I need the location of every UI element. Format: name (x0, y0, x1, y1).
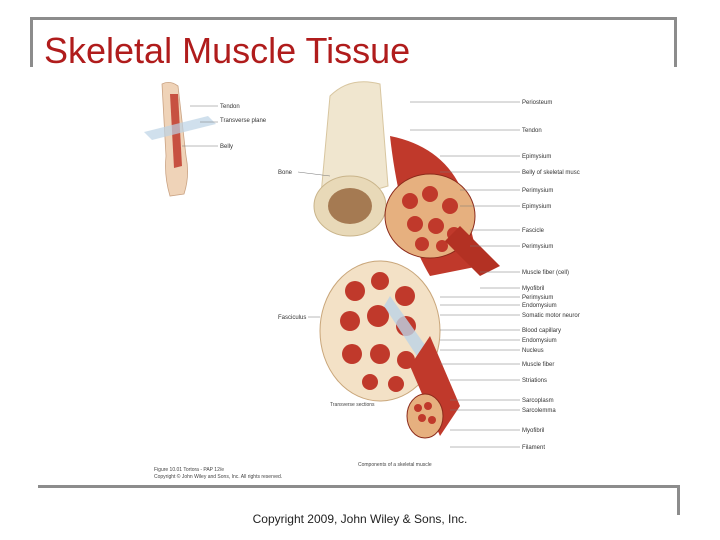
footer-rule (38, 485, 680, 488)
slide-title: Skeletal Muscle Tissue (44, 30, 410, 72)
right-label: Perimysium (522, 188, 553, 194)
right-label: Periosteum (522, 100, 552, 106)
title-frame-right-rule (674, 17, 677, 67)
caption-components: Components of a skeletal muscle (358, 462, 432, 468)
arm-illustration (144, 82, 216, 196)
title-frame-left-rule (30, 17, 33, 67)
right-label: Perimysium (522, 295, 553, 301)
muscle-figure: Tendon Transverse plane Belly (140, 76, 580, 486)
label-fasciculus: Fasciculus (278, 315, 306, 321)
right-label: Striations (522, 378, 547, 384)
right-label: Endomysium (522, 338, 557, 344)
right-label: Tendon (522, 128, 542, 134)
right-label: Muscle fiber (cell) (522, 270, 569, 276)
right-label: Perimysium (522, 244, 553, 250)
right-label: Filament (522, 445, 545, 451)
right-label: Belly of skeletal muscle (522, 170, 580, 176)
figure-credit: Figure 10.01 Tortora - PAP 12/e (154, 467, 224, 473)
right-label: Myofibril (522, 428, 544, 434)
right-label: Myofibril (522, 286, 544, 292)
slide-footer: Copyright 2009, John Wiley & Sons, Inc. (0, 512, 720, 526)
right-label: Endomysium (522, 303, 557, 309)
right-label: Fascicle (522, 228, 545, 234)
figure-copyright: Copyright © John Wiley and Sons, Inc. Al… (154, 473, 282, 480)
title-frame-top-rule (30, 17, 677, 20)
right-label: Blood capillary (522, 328, 561, 334)
arm-label-tendon: Tendon (220, 104, 240, 110)
arm-label-belly: Belly (220, 144, 233, 150)
right-label: Sarcoplasm (522, 398, 554, 404)
bone-illustration (314, 82, 388, 236)
right-label: Nucleus (522, 348, 544, 354)
caption-transverse-sections: Transverse sections (330, 402, 375, 408)
right-label: Somatic motor neuron (522, 313, 580, 319)
right-label: Sarcolemma (522, 408, 556, 414)
right-label: Epimysium (522, 204, 551, 210)
right-label: Epimysium (522, 154, 551, 160)
footer-rule-right (677, 485, 680, 515)
label-bone: Bone (278, 170, 293, 176)
arm-label-transverse-plane: Transverse plane (220, 118, 267, 124)
right-label: Muscle fiber (522, 362, 554, 368)
